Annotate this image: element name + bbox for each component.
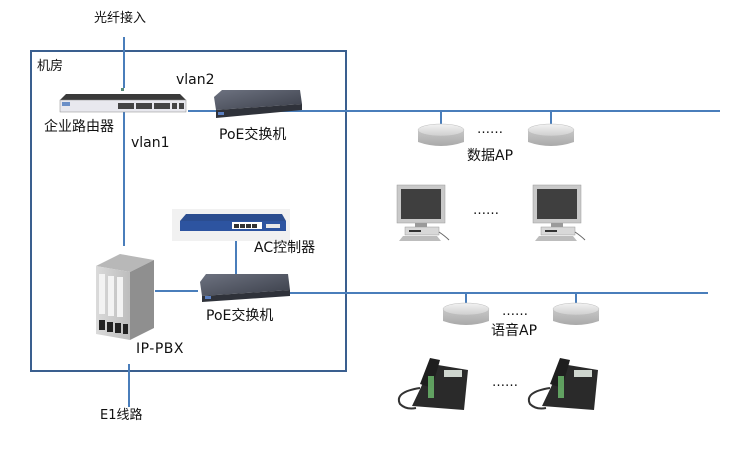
ip-phone-icon[interactable] [528, 358, 598, 410]
ip-pbx-label: IP-PBX [136, 341, 184, 357]
access-point-icon[interactable] [442, 302, 490, 325]
vlan2-label: vlan2 [176, 72, 215, 88]
poe-switch-icon[interactable] [200, 274, 290, 302]
desktop-computer-icon[interactable] [532, 184, 586, 241]
voice-ap-label: 语音AP [491, 323, 538, 339]
voice-ap-ellipsis: …… [502, 304, 528, 319]
machine-room-boundary [30, 50, 347, 372]
ac-controller-icon[interactable] [172, 209, 290, 241]
data-ap-ellipsis: …… [477, 122, 503, 137]
enterprise-router-icon[interactable] [59, 88, 187, 113]
phone-ellipsis: …… [492, 375, 518, 390]
desktop-computer-icon[interactable] [396, 184, 450, 241]
ip-phone-icon[interactable] [398, 358, 468, 410]
data-ap-label: 数据AP [467, 148, 514, 164]
ip-pbx-icon[interactable] [96, 254, 154, 340]
poe-switch-bottom-label: PoE交换机 [206, 308, 274, 324]
enterprise-router-label: 企业路由器 [44, 119, 114, 135]
access-point-icon[interactable] [527, 123, 575, 146]
machine-room-label: 机房 [37, 59, 64, 74]
access-point-icon[interactable] [552, 302, 600, 325]
fiber-access-label: 光纤接入 [94, 11, 147, 26]
e1-line-label: E1线路 [100, 408, 143, 423]
ac-controller-label: AC控制器 [254, 240, 316, 256]
poe-switch-top-label: PoE交换机 [219, 127, 287, 143]
vlan1-label: vlan1 [131, 135, 170, 151]
computer-ellipsis: …… [473, 203, 499, 218]
access-point-icon[interactable] [417, 123, 465, 146]
poe-switch-icon[interactable] [214, 90, 302, 118]
